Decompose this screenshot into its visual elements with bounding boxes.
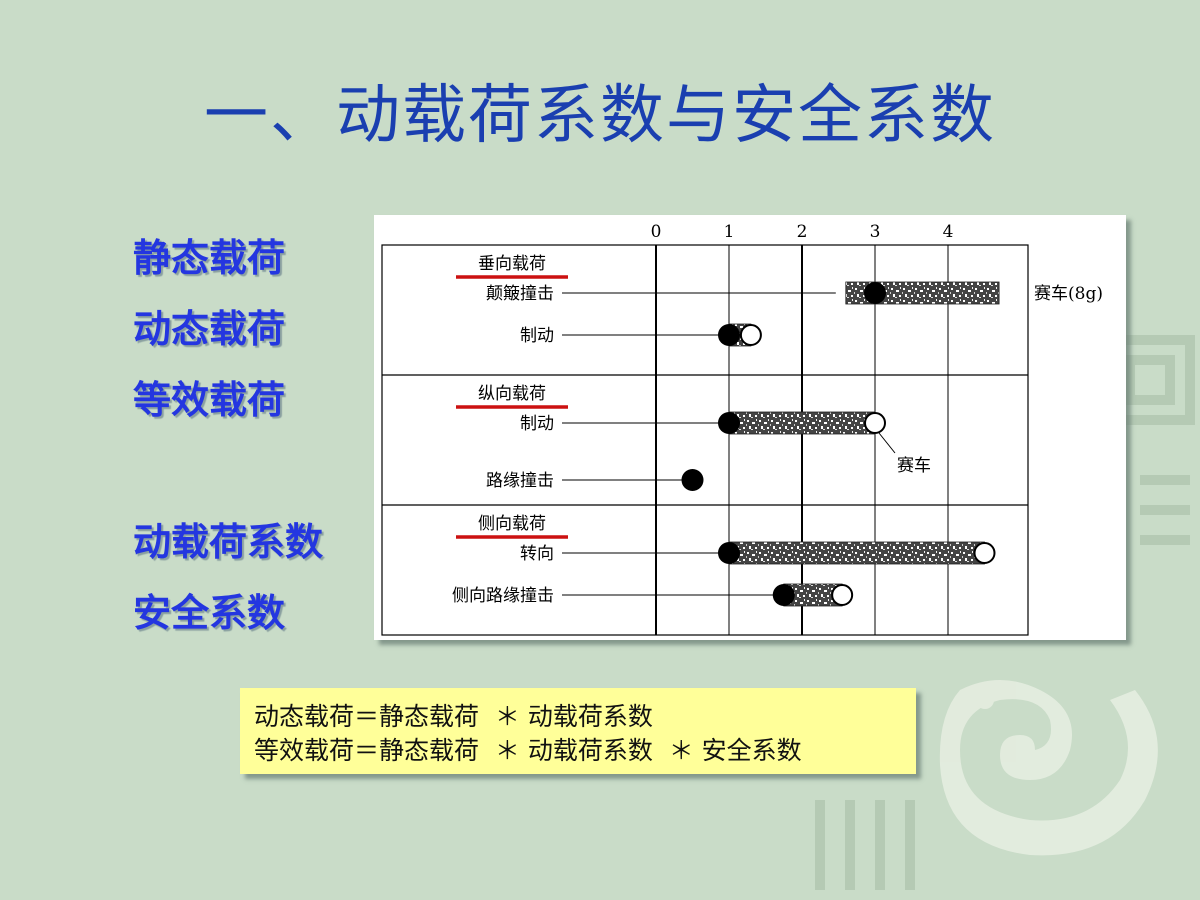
formula-dynamic: 动态载荷＝静态载荷 ＊ 动载荷系数: [254, 702, 653, 731]
filled-marker: [718, 542, 740, 564]
filled-marker: [718, 412, 740, 434]
slide-title: 一、动载荷系数与安全系数: [204, 79, 996, 153]
formula-equivalent: 等效载荷＝静态载荷 ＊ 动载荷系数 ＊ 安全系数: [254, 736, 802, 765]
item-label: 转向: [520, 544, 554, 564]
item-label: 颠簸撞击: [486, 284, 554, 304]
item-note: 赛车(8g): [1034, 283, 1103, 304]
term-equivalent-load: 等效载荷: [133, 378, 286, 422]
x-tick-label: 4: [943, 222, 954, 242]
dragon-emblem-icon: [939, 680, 1158, 856]
filled-marker: [718, 324, 740, 346]
x-tick-label: 1: [724, 222, 735, 242]
x-tick-label: 3: [870, 222, 881, 242]
filled-marker: [681, 469, 704, 491]
item-note: 赛车: [897, 455, 931, 476]
range-bar: [728, 411, 876, 435]
term-static-load: 静态载荷: [133, 236, 286, 280]
group-title: 垂向载荷: [478, 254, 546, 274]
term-safety-factor: 安全系数: [133, 591, 286, 635]
item-label: 制动: [520, 326, 554, 346]
open-marker: [831, 584, 854, 606]
group-title: 纵向载荷: [478, 384, 546, 404]
x-tick-label: 0: [651, 222, 662, 242]
term-dynamic-load-factor: 动载荷系数: [133, 520, 324, 564]
item-label: 制动: [520, 414, 554, 434]
term-dynamic-load: 动态载荷: [133, 307, 286, 351]
x-tick-label: 2: [797, 222, 808, 242]
filled-marker: [772, 584, 795, 606]
open-marker: [739, 324, 762, 346]
note-leader: [878, 432, 896, 454]
item-label: 路缘撞击: [486, 471, 554, 491]
filled-marker: [864, 282, 886, 304]
formula-box: 动态载荷＝静态载荷 ＊ 动载荷系数 等效载荷＝静态载荷 ＊ 动载荷系数 ＊ 安全…: [240, 688, 916, 774]
item-label: 侧向路缘撞击: [452, 586, 554, 606]
range-bar: [728, 541, 985, 565]
open-marker: [864, 412, 886, 434]
group-title: 侧向载荷: [478, 514, 546, 534]
open-marker: [973, 542, 996, 564]
chart-frame: [381, 244, 1029, 636]
